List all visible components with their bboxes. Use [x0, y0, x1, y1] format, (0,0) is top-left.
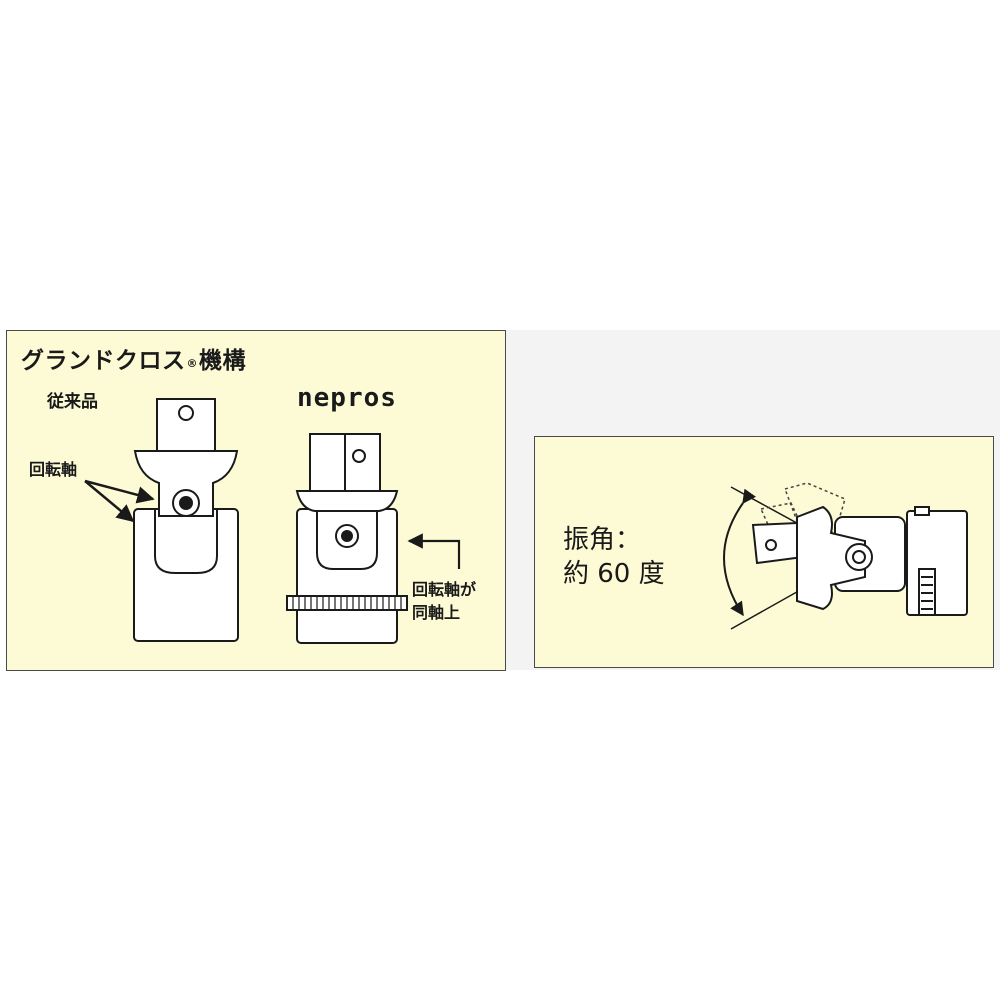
panel-title: グランドクロス®機構	[21, 348, 246, 374]
swing-angle-arc	[723, 488, 756, 617]
conventional-yoke	[133, 450, 239, 517]
brand-logo: nepros	[297, 383, 397, 413]
swing-square-drive	[751, 521, 805, 565]
conventional-joint	[133, 398, 239, 642]
conventional-socket-body	[133, 508, 239, 642]
pivot-axis-label: 回転軸	[29, 460, 78, 479]
swing-angle-drawing	[723, 482, 968, 630]
swing-angle-panel: 振角： 約 60 度	[534, 436, 994, 668]
conventional-label: 従来品	[47, 392, 98, 412]
pivot-arrow-lower	[84, 480, 135, 523]
mechanism-comparison-panel: グランドクロス®機構 従来品 回転軸 nepros 回転軸が 同軸上	[6, 330, 506, 671]
mechanism-drawings	[84, 398, 461, 644]
coaxial-label-line1: 回転軸が	[412, 580, 477, 599]
nepros-yoke	[295, 490, 399, 512]
nepros-joint	[286, 433, 408, 644]
swing-angle-label-line1: 振角：	[563, 525, 642, 555]
swing-pivot	[845, 543, 873, 571]
pivot-arrow-upper	[84, 479, 155, 504]
conventional-detent-ball	[178, 405, 194, 421]
swing-drive-head	[751, 505, 866, 611]
knurl-lines	[292, 596, 402, 610]
coaxial-arrow	[407, 533, 461, 569]
swing-drive-yoke	[796, 505, 866, 611]
swing-socket-body	[906, 510, 968, 616]
swing-angle-label-line2: 約 60 度	[563, 559, 665, 589]
coaxial-label-line2: 同軸上	[412, 603, 461, 622]
